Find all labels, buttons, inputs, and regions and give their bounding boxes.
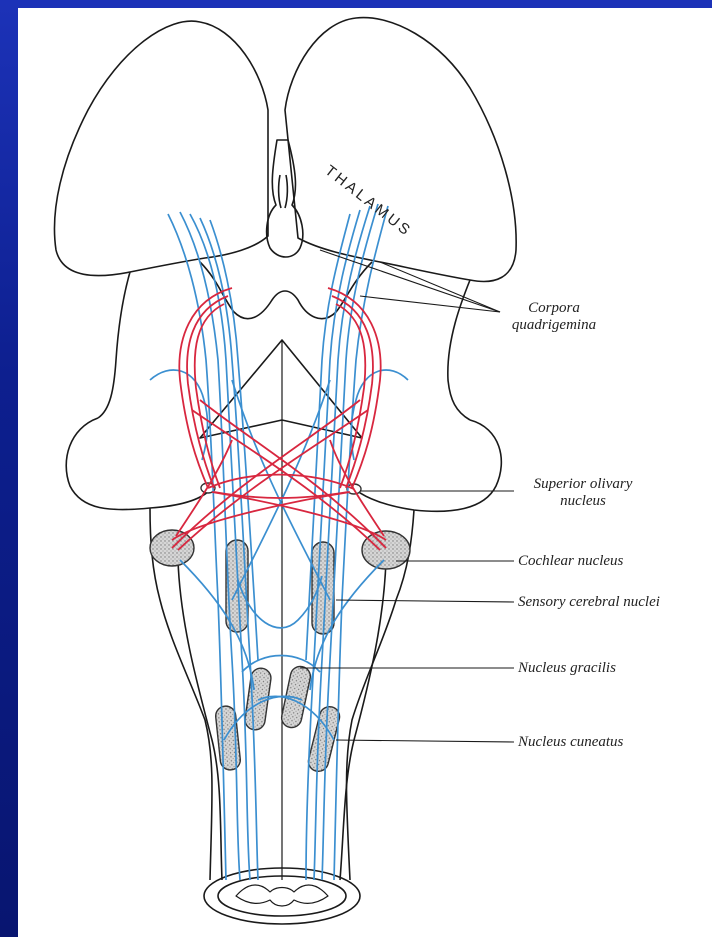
superior-olivary-label: Superior olivary nucleus [508, 476, 658, 510]
thalamus-left-outline [54, 21, 268, 275]
cochlear-nucleus-right [362, 531, 410, 569]
leader-lines [300, 250, 514, 742]
thalamus-right-outline [285, 18, 516, 282]
nucleus-gracilis-label: Nucleus gracilis [518, 660, 616, 677]
corpora-line-2: quadrigemina [496, 317, 612, 334]
olivary-line-2: nucleus [508, 493, 658, 510]
corpora-quadrigemina-label: Corpora quadrigemina [496, 300, 612, 334]
pineal-structure [267, 140, 303, 257]
nucleus-cuneatus-label: Nucleus cuneatus [518, 734, 623, 751]
right-peduncle-outline [356, 420, 501, 511]
cochlear-nucleus-label: Cochlear nucleus [518, 553, 623, 570]
auditory-tracts [172, 288, 386, 550]
sensory-cerebral-label: Sensory cerebral nuclei [518, 594, 660, 611]
nucleus-cuneatus-left [215, 705, 242, 771]
midbrain-outline [98, 272, 130, 418]
corpora-line-1: Corpora [496, 300, 612, 317]
olivary-line-1: Superior olivary [508, 476, 658, 493]
